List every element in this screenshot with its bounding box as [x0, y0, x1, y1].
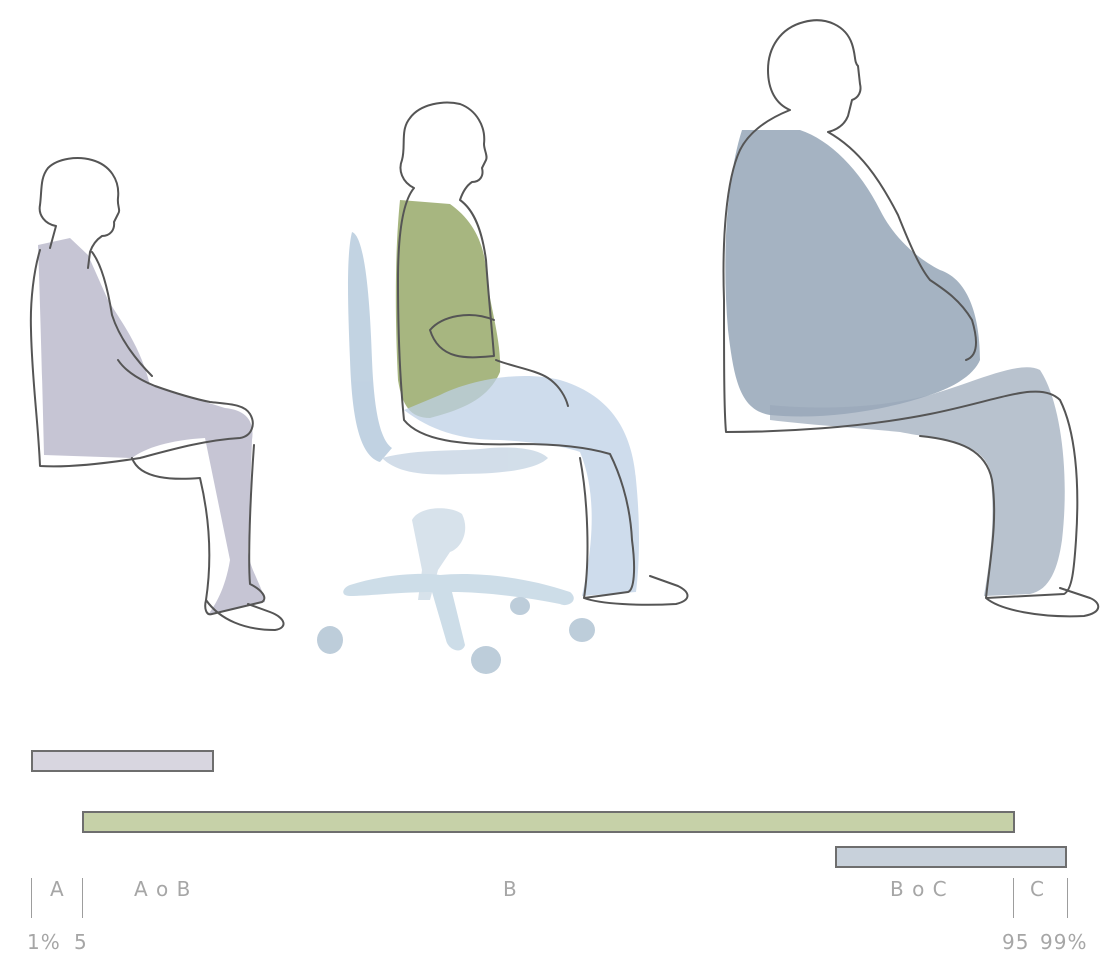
large-man-figure	[724, 20, 1099, 616]
percentile-label-99: 99%	[1040, 930, 1087, 954]
range-bar-a	[31, 750, 214, 772]
band-label-a-or-b: A o B	[134, 877, 191, 901]
band-label-b: B	[503, 877, 518, 901]
small-woman-figure	[31, 158, 284, 630]
percentile-label-5: 5	[74, 930, 88, 954]
range-bar-b	[82, 811, 1015, 833]
tick-5-percent	[82, 878, 83, 918]
range-bar-c	[835, 846, 1067, 868]
tick-1-percent	[31, 878, 32, 918]
band-label-b-or-c: B o C	[890, 877, 948, 901]
band-label-a: A	[50, 877, 65, 901]
band-label-c: C	[1030, 877, 1045, 901]
tick-99-percent	[1067, 878, 1068, 918]
tick-95-percent	[1013, 878, 1014, 918]
percentile-label-95: 95	[1002, 930, 1029, 954]
percentile-label-1: 1%	[27, 930, 61, 954]
seated-figures-illustration	[0, 0, 1108, 700]
